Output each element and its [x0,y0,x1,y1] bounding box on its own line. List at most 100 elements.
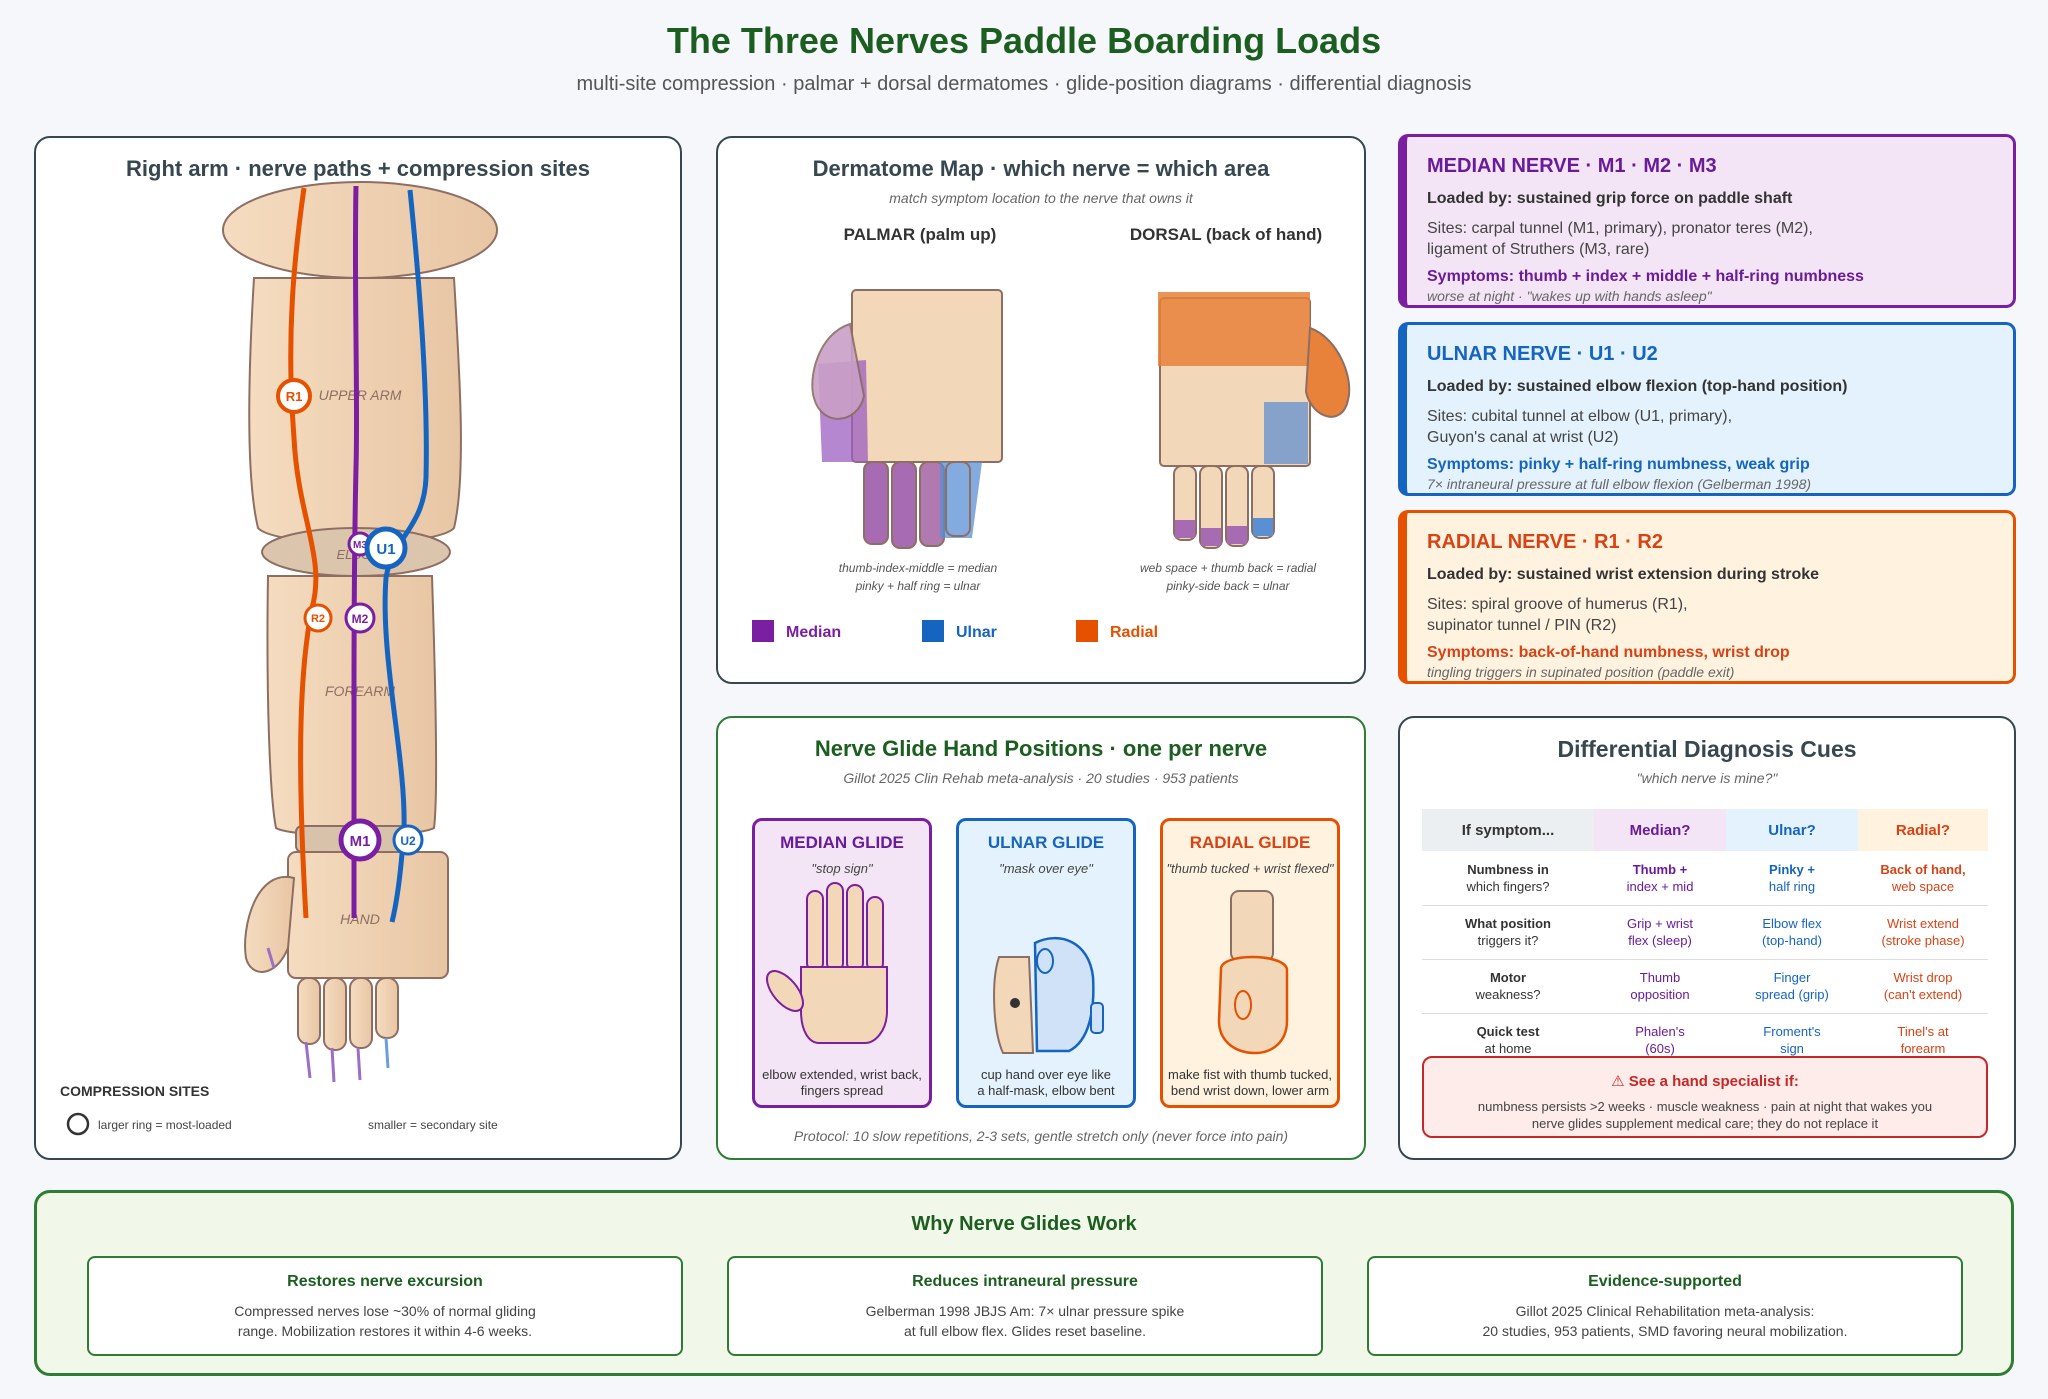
table-row: Quick test at home Phalen's (60s) Froment'… [1422,1013,1988,1059]
median-card-note: worse at night · "wakes up with hands as… [1427,288,1712,304]
specialist-warning: ⚠ See a hand specialist if: numbness per… [1422,1056,1988,1138]
finger-4 [375,977,399,1039]
arm-panel: Right arm · nerve paths + compression si… [34,136,682,1160]
glides-title: Nerve Glide Hand Positions · one per ner… [814,736,1268,761]
ulnar-card-sites-1: Sites: cubital tunnel at elbow (U1, prim… [1427,408,1733,425]
row-3-question-1: Motor [1489,970,1527,985]
row-3-ulnar-2: spread (grip) [1755,987,1829,1002]
stop-sign-hand-icon [766,882,888,1044]
site-u2-ring [392,824,424,856]
radial-glide-quote: "thumb tucked + wrist flexed" [1166,861,1334,876]
site-u1-label: U1 [376,541,395,558]
legend-median-label: Median [786,624,841,641]
radial-card-sites-2: supinator tunnel / PIN (R2) [1427,617,1617,634]
palmar-finger-middle [891,461,917,549]
median-nerve-path [351,185,360,918]
why-box-2-line-1: Gelberman 1998 JBJS Am: 7× ulnar pressur… [865,1303,1185,1319]
radial-nerve-card: RADIAL NERVE · R1 · R2 Loaded by: sustai… [1398,510,2016,684]
median-card-title: MEDIAN NERVE · M1 · M2 · M3 [1427,155,1717,177]
why-box-3-line-1: Gillot 2025 Clinical Rehabilitation meta… [1515,1303,1815,1319]
mask-over-eye-icon [993,936,1104,1054]
radial-glide-desc-2: bend wrist down, lower arm [1170,1083,1330,1098]
ulnar-card-title: ULNAR NERVE · U1 · U2 [1427,343,1658,365]
dorsal-note-1: web space + thumb back = radial [1140,561,1316,575]
glides-subtitle: Gillot 2025 Clin Rehab meta-analysis · 2… [843,770,1239,786]
ulnar-card-symptoms: Symptoms: pinky + half-ring numbness, we… [1427,456,1810,473]
palmar-note-2: pinky + half ring = ulnar [855,579,982,593]
row-3-question-2: weakness? [1475,987,1541,1002]
thumb-tucked-fist-icon [1217,890,1289,1055]
dorsal-ulnar-zone [1264,402,1308,464]
arm-diagram: UPPER ARM ELBOW FOREARM HAND R1 M3 U1 R2… [60,181,498,1136]
finger-3 [349,977,373,1049]
ulnar-glide-card: ULNAR GLIDE "mask over eye" cup hand ove… [956,818,1136,1108]
median-glide-card: MEDIAN GLIDE "stop sign" elbow extended,… [752,818,932,1108]
row-3-radial-2: (can't extend) [1883,987,1963,1002]
ulnar-card-note: 7× intraneural pressure at full elbow fl… [1427,476,1812,492]
col-header-median: Median? [1594,809,1726,851]
row-2-ulnar-2: (top-hand) [1762,933,1822,948]
ulnar-card-sites-2: Guyon's canal at wrist (U2) [1427,429,1619,446]
row-4-ulnar-1: Froment's [1763,1024,1821,1039]
radial-card-sites-1: Sites: spiral groove of humerus (R1), [1427,596,1688,613]
why-box-evidence: Evidence-supported Gillot 2025 Clinical … [1367,1256,1963,1356]
why-box-excursion: Restores nerve excursion Compressed nerv… [87,1256,683,1356]
row-2-ulnar-1: Elbow flex [1762,916,1822,931]
site-m1-ring [338,818,382,862]
ulnar-glide-title: ULNAR GLIDE [987,833,1105,852]
why-box-3-line-2: 20 studies, 953 patients, SMD favoring n… [1482,1323,1848,1339]
median-glide-desc-2: fingers spread [800,1083,884,1098]
row-4-median-1: Phalen's [1635,1024,1685,1039]
ulnar-glide-quote: "mask over eye" [999,861,1093,876]
site-u1-ring [364,526,408,570]
diff-panel: Differential Diagnosis Cues "which nerve… [1398,716,2016,1160]
median-nerve-card: MEDIAN NERVE · M1 · M2 · M3 Loaded by: s… [1398,134,2016,308]
row-1-question-2: which fingers? [1466,878,1550,894]
row-1-median-1: Thumb + [1632,861,1688,877]
dorsal-thumb [1304,326,1351,418]
arm-panel-title: Right arm · nerve paths + compression si… [126,156,590,181]
dermatome-diagram: PALMAR (palm up) DORSAL (back of hand) t… [752,225,1351,642]
radial-glide-title: RADIAL GLIDE [1189,833,1311,852]
dorsal-label: DORSAL (back of hand) [1130,225,1322,244]
row-2-question-2: triggers it? [1477,933,1539,948]
legend-median-swatch [752,620,774,642]
legend-radial-label: Radial [1110,624,1158,641]
row-3-radial-1: Wrist drop [1893,970,1953,985]
palmar-label: PALMAR (palm up) [844,225,997,244]
why-box-1-line-2: range. Mobilization restores it within 4… [237,1323,533,1339]
warning-line-2: nerve glides supplement medical care; th… [1531,1116,1879,1131]
row-1-radial-1: Back of hand, [1880,861,1966,877]
page-title: The Three Nerves Paddle Boarding Loads [666,20,1382,61]
region-label-hand: HAND [340,911,380,927]
why-title: Why Nerve Glides Work [911,1213,1137,1235]
page-subtitle: multi-site compression · palmar + dorsal… [576,73,1472,95]
radial-card-symptoms: Symptoms: back-of-hand numbness, wrist d… [1427,644,1790,661]
palmar-palm [851,289,1003,463]
median-glide-title: MEDIAN GLIDE [780,833,904,852]
median-card-sites-2: ligament of Struthers (M3, rare) [1427,241,1650,258]
row-3-median-2: opposition [1630,987,1690,1002]
median-card-loaded: Loaded by: sustained grip force on paddl… [1427,190,1793,207]
row-2-radial-2: (stroke phase) [1881,933,1965,948]
row-1-question-1: Numbness in [1467,861,1549,877]
median-glide-quote: "stop sign" [811,861,873,876]
row-1-ulnar-2: half ring [1768,878,1816,894]
dermatome-title: Dermatome Map · which nerve = which area [812,156,1270,181]
ulnar-glide-desc-1: cup hand over eye like [980,1067,1112,1082]
warning-title: ⚠ See a hand specialist if: [1611,1073,1799,1090]
radial-card-note: tingling triggers in supinated position … [1427,664,1735,680]
glides-protocol: Protocol: 10 slow repetitions, 2-3 sets,… [793,1128,1289,1144]
legend-radial-swatch [1076,620,1098,642]
row-4-question-2: at home [1484,1041,1532,1056]
why-box-1-line-1: Compressed nerves lose ~30% of normal gl… [234,1303,536,1319]
row-4-median-2: (60s) [1645,1041,1675,1056]
row-4-question-1: Quick test [1476,1024,1540,1039]
glides-panel: Nerve Glide Hand Positions · one per ner… [716,716,1366,1160]
radial-glide-card: RADIAL GLIDE "thumb tucked + wrist flexe… [1160,818,1340,1108]
palmar-ulnar-zone [940,462,982,538]
radial-glide-desc-1: make fist with thumb tucked, [1167,1067,1332,1082]
site-u2-label: U2 [400,834,416,848]
